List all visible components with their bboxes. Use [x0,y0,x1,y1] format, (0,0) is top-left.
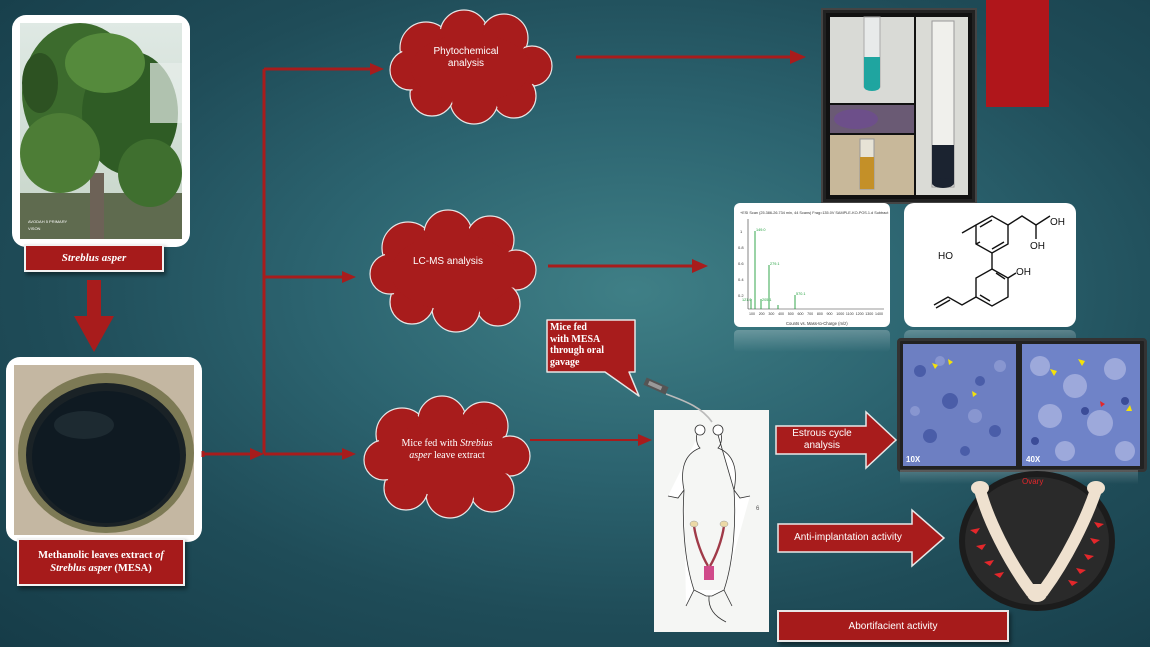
x-tick-label: 1300 [865,312,873,316]
x-tick-label: 300 [768,312,774,316]
chromatogram-card: +ESI Scan (25.386-26.734 min, 44 Scans) … [734,203,890,327]
plant-photo: AVODAH 5 PRIMARY VISON [20,23,182,239]
peak-label-205: 205.1 [762,298,772,302]
y-tick-2: 0.8 [738,245,744,250]
x-tick-label: 1400 [875,312,883,316]
arrow-marker [994,572,1004,578]
test-tube-collage [823,10,975,202]
cloud-mice [363,395,531,519]
structure-card: OH HO OH OH [904,203,1076,327]
microscopy-images: 10X 40X [903,344,1140,466]
microscopy-panel: 10X 40X [897,338,1147,472]
cloud-mice-text: Mice fed with Strebius asper leave extra… [401,438,493,461]
plant-label: Streblus asper [24,244,164,272]
x-tick-label: 1000 [836,312,844,316]
arrow-phyto-to-tubes [576,50,806,64]
arrow-estrous-block [775,410,898,470]
gavage-needle [643,377,713,423]
abortifacient-box: Abortifacient activity [777,610,1009,642]
arrow-anti-implantation-block [777,508,946,568]
arrow-marker [932,363,938,369]
uterine-horn-left [692,525,710,567]
ovary-label: Ovary [1022,477,1043,486]
structure-oh-mid: OH [1030,241,1045,252]
arrow-marker [984,560,994,566]
x-tick-label: 400 [778,312,784,316]
estrous-label: Estrous cycle analysis [792,428,852,451]
corner-block [986,0,1049,107]
plant-watermark-2: VISON [28,226,41,231]
arrow-to-branch [250,448,264,460]
arrow-marker [1078,359,1085,366]
arrow-to-mice-cloud [342,448,356,460]
arrow-marker [972,391,977,397]
down-arrow [74,280,114,352]
uterine-horn-right [708,525,726,567]
extract-photo [14,365,194,535]
structure-oh-right: OH [1016,267,1031,278]
cloud-phyto-text: Phytochemical analysis [433,46,499,69]
arrow-marker [948,359,953,365]
speech-bubble [546,319,640,397]
arrow-to-phyto [370,63,384,75]
mouse-mark: 6 [756,506,760,512]
x-tick-label: 600 [797,312,803,316]
arrow-marker [976,544,986,550]
plant-watermark-1: AVODAH 5 PRIMARY [28,219,68,224]
peak-label-149: 149.0 [756,228,766,232]
peak-label-570: 570.1 [796,292,806,296]
arrow-marker [970,528,980,534]
y-tick-1: 1 [740,229,743,234]
extract-label: Methanolic leaves extract of Streblus as… [17,538,185,586]
arrow-marker [1094,522,1104,528]
arrow-marker [1076,568,1086,574]
chromatogram-x-label: Counts vs. Mass-to-Charge (m/z) [786,321,848,326]
structure-oh-top: OH [1050,217,1065,228]
arrow-mice-to-mouse [530,434,652,446]
cloud-lcms-text: LC-MS analysis [412,256,484,267]
chromatogram-header: +ESI Scan (25.386-26.734 min, 44 Scans) … [740,211,889,215]
arrow-marker [1090,538,1100,544]
plant-photo-frame: AVODAH 5 PRIMARY VISON [12,15,190,247]
y-tick-5: 0.2 [738,293,744,298]
x-tick-label: 800 [817,312,823,316]
micro-left-mag: 10X [906,455,921,464]
x-tick-label: 200 [759,312,765,316]
x-tick-label: 700 [807,312,813,316]
arrow-lcms-to-chromatogram [548,259,708,273]
chemical-structure: OH HO OH OH [933,215,1065,309]
x-tick-label: 100 [749,312,755,316]
micro-right-mag: 40X [1026,455,1041,464]
x-tick-label: 1200 [856,312,864,316]
peak-label-121: 121.0 [742,298,752,302]
arrow-marker [1100,401,1105,407]
chromatogram: +ESI Scan (25.386-26.734 min, 44 Scans) … [738,211,889,326]
x-tick-label: 500 [788,312,794,316]
arrow-marker [1126,405,1132,411]
x-tick-label: 900 [827,312,833,316]
uterus-image: Ovary [959,471,1115,611]
structure-ho-left: HO [938,251,953,262]
cloud-phyto [389,9,553,125]
y-tick-3: 0.6 [738,261,744,266]
cloud-lcms [369,209,537,333]
chromatogram-reflection [734,330,890,352]
arrow-marker [1050,369,1057,376]
anti-implantation-label: Anti-implantation activity [794,532,902,543]
mouse-card: 6 [654,410,769,632]
mouse-illustration: 6 [667,424,760,623]
test-tube-photos [830,16,968,195]
arrow-to-lcms [342,271,356,283]
arrow-marker [1068,580,1078,586]
arrow-marker [1084,554,1094,560]
extract-photo-frame [6,357,202,542]
x-tick-label: 1100 [846,312,854,316]
peak-label-279: 279.1 [770,262,780,266]
y-tick-4: 0.4 [738,277,744,282]
branch-connector [201,67,370,457]
speech-bubble-text: Mice fed with MESA through oral gavage [550,322,604,368]
